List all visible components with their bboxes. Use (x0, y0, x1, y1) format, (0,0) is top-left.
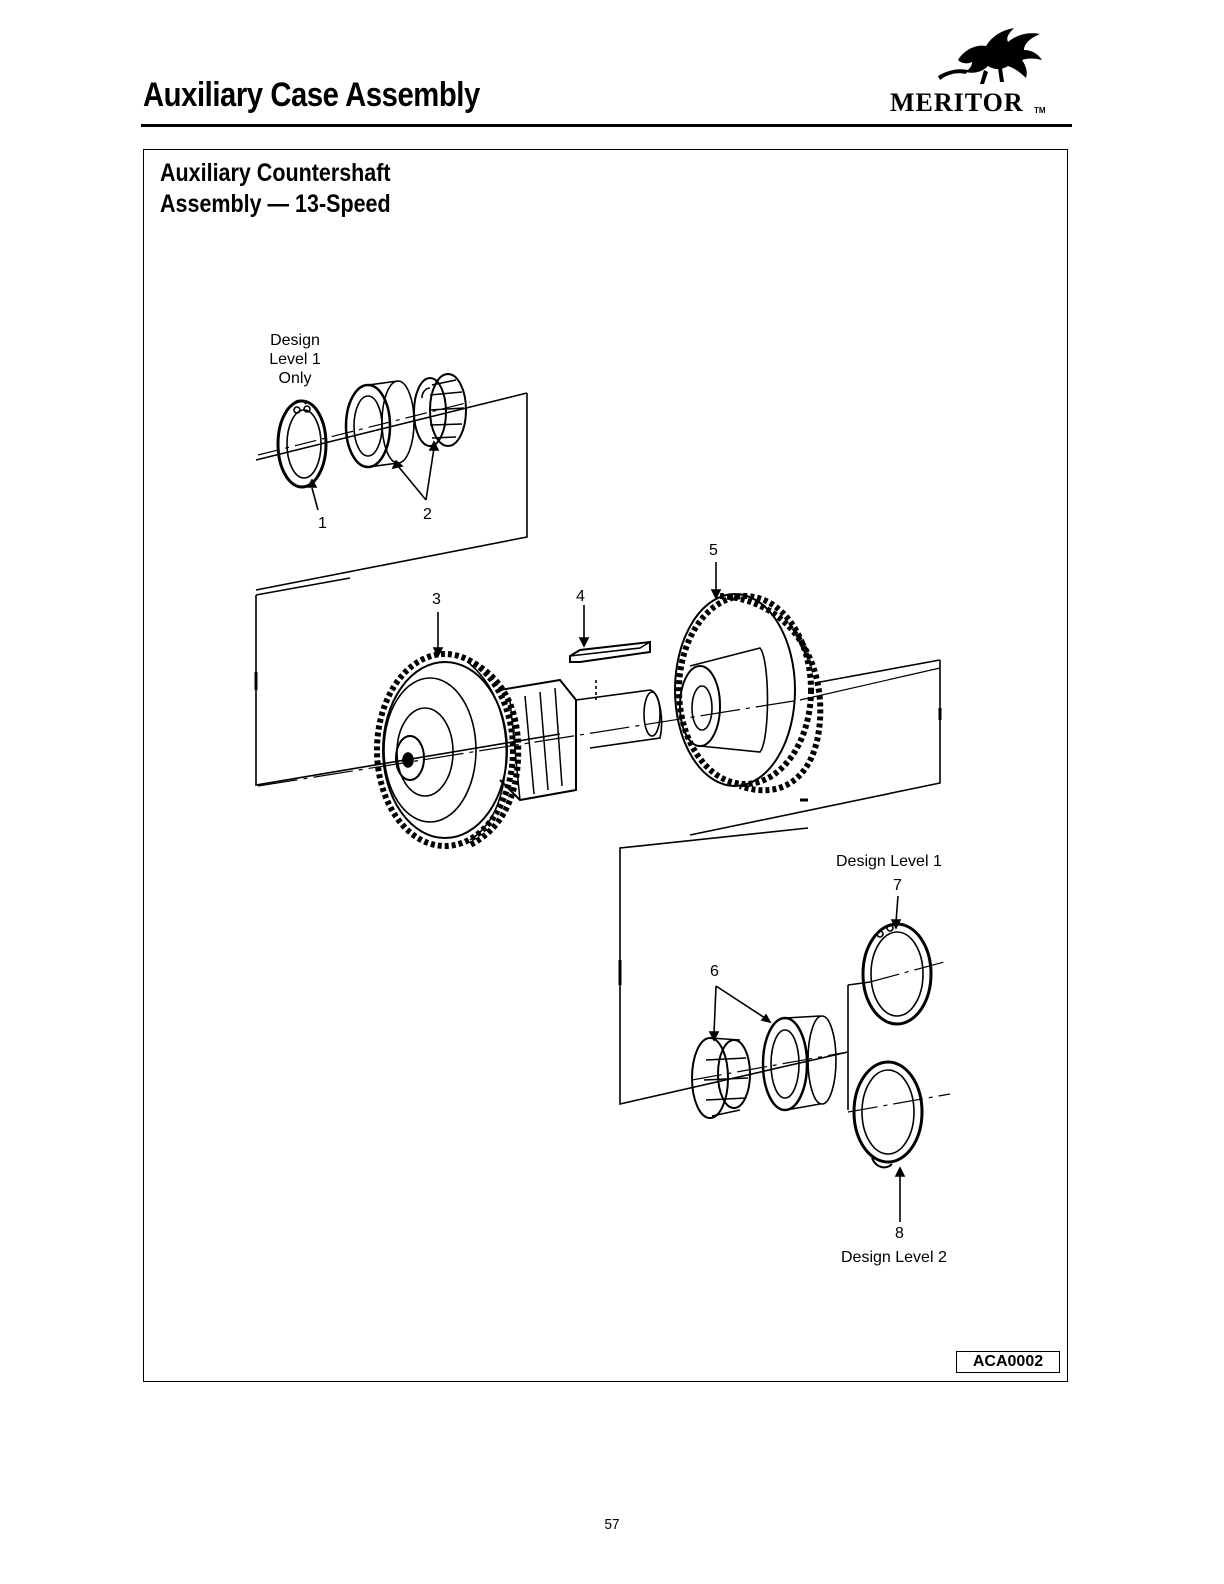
callout-arrow-5 (710, 562, 722, 600)
callout-arrow-4 (578, 605, 590, 648)
gear-5 (674, 593, 824, 794)
gear-3 (374, 651, 522, 849)
label-design-level-1: Design Level 1 (836, 853, 942, 870)
callout-arrow-3 (432, 612, 444, 658)
callout-5: 5 (709, 542, 718, 559)
callout-6: 6 (710, 963, 719, 980)
label-design-level-1-only: Design Level 1 Only (262, 331, 328, 388)
figure-title-line-2: Assembly — 13-Speed (160, 190, 391, 218)
callout-4: 4 (576, 588, 585, 605)
callout-arrow-8 (894, 1166, 906, 1222)
meritor-logo: MERITOR TM (890, 20, 1072, 120)
trademark-mark: TM (1034, 106, 1046, 115)
callout-arrow-6 (708, 985, 772, 1042)
label-line: Design (270, 332, 320, 349)
countershaft (499, 678, 663, 802)
callout-arrow-2 (391, 440, 440, 501)
bracket-top (255, 392, 528, 591)
label-design-level-2: Design Level 2 (841, 1249, 947, 1266)
key-4 (569, 640, 651, 663)
callout-7: 7 (893, 877, 902, 894)
bearing-cone-6 (691, 1037, 751, 1119)
callout-8: 8 (895, 1225, 904, 1242)
bracket-middle (254, 577, 942, 836)
label-line: Level 1 (269, 351, 321, 368)
snap-ring-1 (276, 399, 328, 489)
callout-arrow-1 (306, 478, 319, 511)
callout-1: 1 (318, 515, 327, 532)
callout-2: 2 (423, 506, 432, 523)
page-number: 57 (604, 1516, 620, 1533)
figure-frame (143, 149, 1068, 1382)
snap-ring-7 (861, 922, 933, 1026)
label-line: Only (278, 370, 312, 387)
snap-ring-8 (852, 1060, 924, 1169)
bracket-bottom (618, 827, 871, 1110)
bearing-cone-2 (413, 373, 467, 447)
figure-id: ACA0002 (956, 1351, 1060, 1373)
title-rule (141, 124, 1072, 127)
callout-3: 3 (432, 591, 441, 608)
bearing-cup-6 (761, 1015, 837, 1112)
figure-title: Auxiliary Countershaft Assembly — 13-Spe… (160, 158, 391, 220)
figure-title-line-1: Auxiliary Countershaft (160, 159, 391, 187)
brand-wordmark: MERITOR (890, 88, 1024, 117)
page-title: Auxiliary Case Assembly (143, 76, 480, 114)
bull-logo-icon (938, 28, 1042, 84)
callout-arrow-7 (890, 895, 902, 930)
